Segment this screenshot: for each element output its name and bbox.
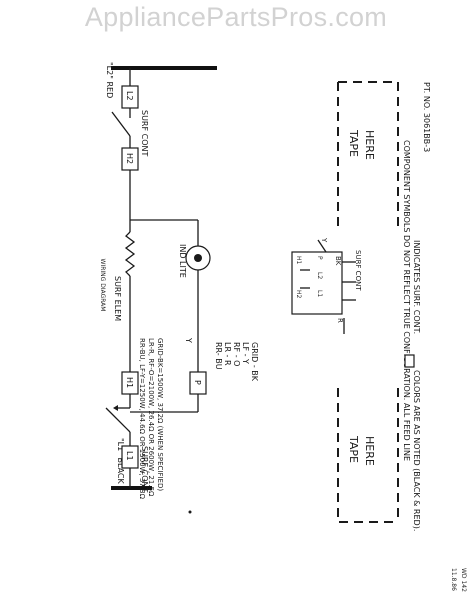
surf-elem-label: SURF ELEM — [113, 276, 122, 321]
y-wire-label: Y — [184, 337, 193, 343]
rating-line-3: GRID-BK=1500W, 37.2Ω (WHEN SPECIFIED) — [156, 338, 164, 491]
color-key-1: LR - R — [223, 342, 232, 366]
switch-label-surf-cont: SURF CONT — [354, 250, 362, 291]
switch-label-bk: BK — [334, 256, 342, 266]
p-terminal-label: P — [193, 380, 202, 385]
footer-code: WD 142 — [460, 568, 467, 592]
l2-terminal-label: L2 — [125, 91, 134, 101]
footer-date: 11.8.86 — [450, 568, 457, 591]
surf-elem-coil — [124, 231, 136, 277]
h1-terminal-label: H1 — [125, 377, 134, 388]
surf-cont-left-switch — [105, 407, 131, 433]
tape-box-bottom — [337, 388, 399, 523]
surf-cont-left-label: SURF CONT — [140, 446, 149, 493]
switch-term-h1: H1 — [295, 256, 302, 265]
l1-terminal-label: L1 — [125, 451, 134, 461]
surf-cont-right-label: SURF CONT — [140, 110, 149, 157]
switch-label-r: R — [336, 318, 344, 323]
color-key-2: RF - O — [232, 342, 241, 366]
switch-term-p: P — [316, 256, 323, 260]
switch-detail-box — [291, 251, 343, 315]
switch-term-l2: L2 — [316, 272, 323, 279]
rating-line-1: RR-BU, LF-Y=1250W, 44.6Ω OR 1500W, 37.3Ω — [138, 338, 146, 500]
part-number: PT. NO. 3061BB-3 — [422, 82, 431, 152]
surf-cont-symbol — [404, 354, 415, 368]
switch-term-h2: H2 — [295, 290, 302, 299]
note-indicates: INDICATES SURF. CONT. — [412, 240, 421, 334]
tape-top-line2: HERE — [363, 130, 376, 160]
diagram-title: WIRING DIAGRAM — [99, 259, 106, 312]
note-line-1-vertical: COMPONENT SYMBOLS DO NOT REFLECT TRUE CO… — [402, 140, 411, 461]
tape-bottom-line1: TAPE — [347, 435, 360, 463]
color-key-0: RR- BU — [214, 342, 223, 370]
note-line-2: COLORS ARE AS NOTED (BLACK & RED). — [412, 370, 421, 531]
tape-box-top — [337, 81, 399, 226]
switch-term-l1: L1 — [316, 290, 323, 297]
color-key-4: GRID - BK — [250, 342, 259, 382]
h2-terminal-label: H2 — [125, 153, 134, 164]
l1-black-label: "L1" BLACK — [116, 438, 125, 484]
color-key-3: LF - Y — [241, 342, 250, 364]
watermark: AppliancePartsPros.com — [84, 2, 388, 32]
surf-cont-right-switch — [111, 111, 131, 137]
l2-red-label: "L2" RED — [105, 62, 114, 98]
ind-lite-label: IND LITE — [178, 244, 187, 278]
tape-bottom-line2: HERE — [363, 436, 376, 466]
switch-label-y: Y — [320, 237, 328, 243]
tape-top-line1: TAPE — [347, 129, 360, 157]
rating-line-2: LR-R, RF-O=2100W, 26.4Ω OR 2600W, 21.5Ω — [147, 338, 155, 497]
